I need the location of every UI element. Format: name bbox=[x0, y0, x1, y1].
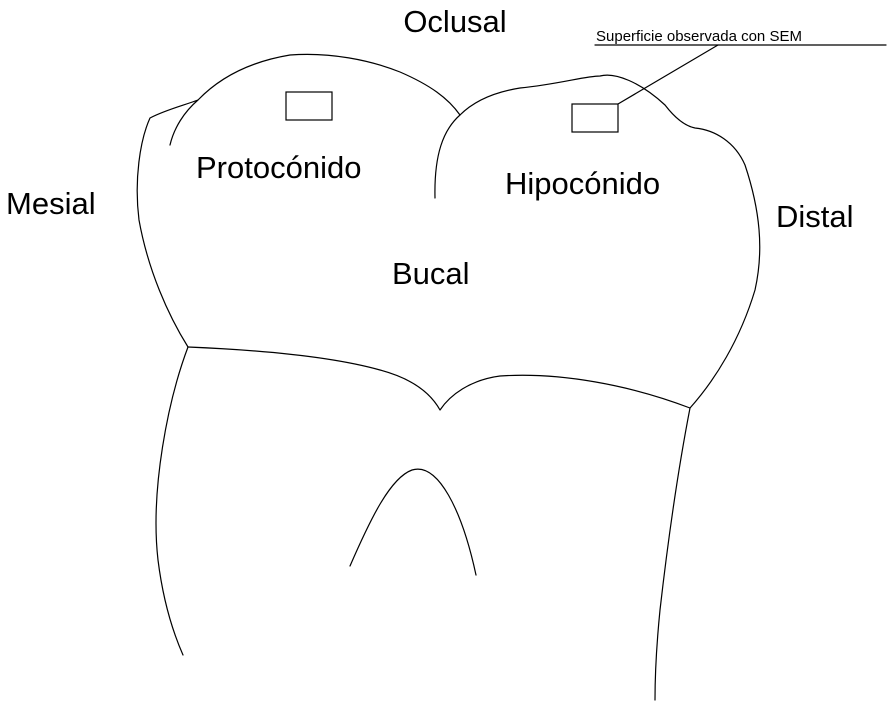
callout-leader-line bbox=[618, 45, 718, 104]
hypoconid-label: Hipocónido bbox=[505, 166, 660, 201]
protoconid-sem-area bbox=[286, 92, 332, 120]
mesial-cusp-edge bbox=[170, 100, 198, 145]
protoconid-label: Protocónido bbox=[196, 150, 361, 185]
occlusal-label: Oclusal bbox=[403, 4, 506, 39]
hypoconid-sem-area bbox=[572, 104, 618, 132]
buccal-label: Bucal bbox=[392, 256, 470, 291]
buccal-groove bbox=[435, 115, 460, 198]
root-furcation bbox=[350, 469, 476, 575]
mesial-label: Mesial bbox=[6, 186, 96, 221]
distal-label: Distal bbox=[776, 199, 854, 234]
cemento-enamel-junction bbox=[188, 347, 690, 410]
crown-outline bbox=[137, 54, 760, 408]
distal-root-outline bbox=[655, 408, 690, 700]
sem-surface-label: Superficie observada con SEM bbox=[596, 28, 802, 45]
mesial-root-outline bbox=[156, 347, 188, 655]
